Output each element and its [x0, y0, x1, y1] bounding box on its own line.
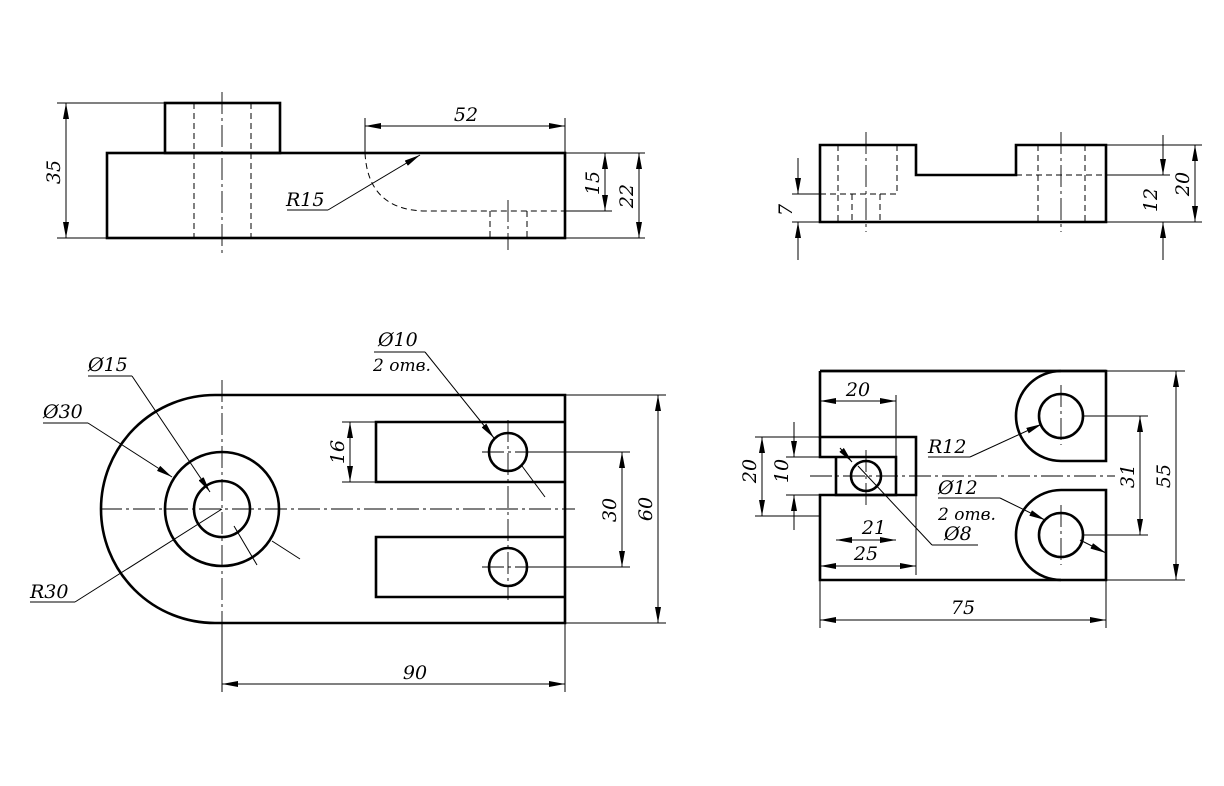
side-view: 7 12 20 — [775, 132, 1202, 260]
dim-front-15: 15 — [582, 171, 604, 195]
dim-front-52: 52 — [454, 104, 478, 126]
dim-side-20: 20 — [1172, 172, 1194, 197]
dim-bottom-75: 75 — [951, 597, 975, 619]
dim-top-60: 60 — [635, 497, 657, 521]
note-top-holes: 2 отв. — [372, 356, 431, 376]
dim-top-16: 16 — [327, 440, 349, 464]
dim-top-d30: Ø30 — [42, 401, 83, 423]
dim-bottom-20-left: 20 — [739, 459, 761, 484]
top-slot-upper — [374, 420, 565, 484]
top-view: Ø15 Ø30 R30 Ø10 2 отв. 16 30 60 — [29, 329, 666, 692]
dim-bottom-d8: Ø8 — [943, 523, 972, 545]
dim-bottom-d12: Ø12 — [937, 477, 978, 499]
top-outline — [99, 393, 567, 625]
dim-top-r30: R30 — [29, 581, 68, 603]
dim-side-7: 7 — [775, 203, 797, 216]
dim-top-90: 90 — [403, 662, 427, 684]
front-boss-outline — [163, 101, 282, 155]
dim-bottom-31: 31 — [1117, 464, 1139, 488]
dim-bottom-21: 21 — [861, 517, 886, 539]
front-base-outline — [105, 151, 567, 240]
front-view: 35 52 R15 15 22 — [43, 92, 645, 254]
dim-bottom-r12: R12 — [927, 436, 966, 458]
dim-front-22: 22 — [616, 184, 638, 209]
dim-bottom-20-top: 20 — [845, 379, 870, 401]
dim-top-30: 30 — [599, 498, 621, 522]
dim-side-12: 12 — [1140, 188, 1162, 212]
dim-bottom-10: 10 — [771, 459, 793, 483]
dim-bottom-55: 55 — [1153, 464, 1175, 488]
dim-bottom-25: 25 — [853, 543, 878, 565]
top-slot-lower — [374, 535, 565, 599]
bottom-view: 20 R12 Ø12 2 отв. 20 10 Ø8 21 25 — [739, 369, 1185, 628]
front-hidden-cutout — [364, 152, 565, 212]
dim-top-d15: Ø15 — [87, 354, 128, 376]
side-outline — [818, 143, 1108, 224]
note-bottom-holes: 2 отв. — [937, 505, 996, 525]
bottom-lug-upper — [1014, 369, 1062, 463]
dim-top-d10: Ø10 — [377, 329, 418, 351]
dim-front-35: 35 — [43, 160, 65, 184]
dim-front-r15: R15 — [285, 189, 324, 211]
bottom-lug-lower — [1014, 488, 1062, 582]
